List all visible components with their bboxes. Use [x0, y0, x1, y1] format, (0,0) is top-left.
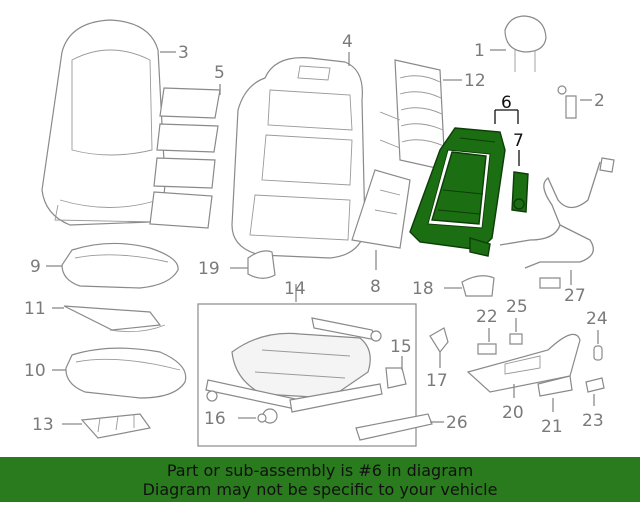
callout-4: 4: [342, 32, 353, 52]
seat-track-group: [197, 303, 417, 447]
callout-15: 15: [390, 337, 412, 357]
wire-harness: [499, 157, 615, 289]
callout-23: 23: [582, 411, 604, 431]
callout-18: 18: [412, 279, 434, 299]
callout-9: 9: [30, 257, 41, 277]
callout-13: 13: [32, 415, 54, 435]
side-trim: [247, 250, 276, 279]
callout-10: 10: [24, 361, 46, 381]
callout-6: 6: [501, 93, 512, 113]
callout-8: 8: [370, 277, 381, 297]
callout-19: 19: [198, 259, 220, 279]
recliner-cover: [461, 275, 495, 297]
seat-back-pad: [231, 57, 366, 259]
seat-cushion-pad: [65, 347, 187, 399]
callout-22: 22: [476, 307, 498, 327]
seat-back-panel: [351, 169, 411, 249]
rail-cover: [355, 413, 433, 441]
knob-23: [585, 377, 605, 393]
banner-line-2: Diagram may not be specific to your vehi…: [142, 480, 498, 499]
seat-motor: [385, 367, 407, 389]
track-fastener: [257, 408, 278, 424]
power-seat-switch: [537, 375, 573, 397]
seat-cushion-cover: [61, 242, 179, 289]
callout-5: 5: [214, 63, 225, 83]
callout-11: 11: [24, 299, 46, 319]
callout-27: 27: [564, 286, 586, 306]
seat-parts-diagram: 3 5 4 12 8 6: [24, 15, 615, 447]
callout-2: 2: [594, 91, 605, 111]
seat-back-cover: [41, 19, 166, 226]
headrest-guide: [557, 85, 577, 119]
callout-14: 14: [284, 279, 306, 299]
callout-7: 7: [513, 131, 524, 151]
headrest: [504, 15, 547, 72]
callout-16: 16: [204, 409, 226, 429]
knob-24: [593, 345, 603, 361]
switch-knob-22: [477, 343, 497, 355]
info-banner: Part or sub-assembly is #6 in diagram Di…: [0, 457, 640, 502]
banner-line-1: Part or sub-assembly is #6 in diagram: [166, 461, 474, 480]
spring-mat: [379, 59, 446, 171]
cushion-mat: [63, 305, 166, 333]
switch-knob-25: [509, 333, 523, 345]
callout-24: 24: [586, 309, 608, 329]
recliner-bracket-highlighted: [511, 171, 529, 213]
callout-25: 25: [506, 297, 528, 317]
cushion-bracket: [80, 413, 152, 439]
seat-back-pads: [149, 87, 221, 229]
clip: [429, 327, 449, 354]
callout-17: 17: [426, 371, 448, 391]
callout-3: 3: [178, 43, 189, 63]
callout-20: 20: [502, 403, 524, 423]
callout-21: 21: [541, 417, 563, 437]
callout-1: 1: [474, 41, 485, 61]
callout-12: 12: [464, 71, 486, 91]
seat-back-frame-highlighted: [409, 127, 506, 257]
callout-26: 26: [446, 413, 468, 433]
side-garnish: [466, 333, 581, 393]
